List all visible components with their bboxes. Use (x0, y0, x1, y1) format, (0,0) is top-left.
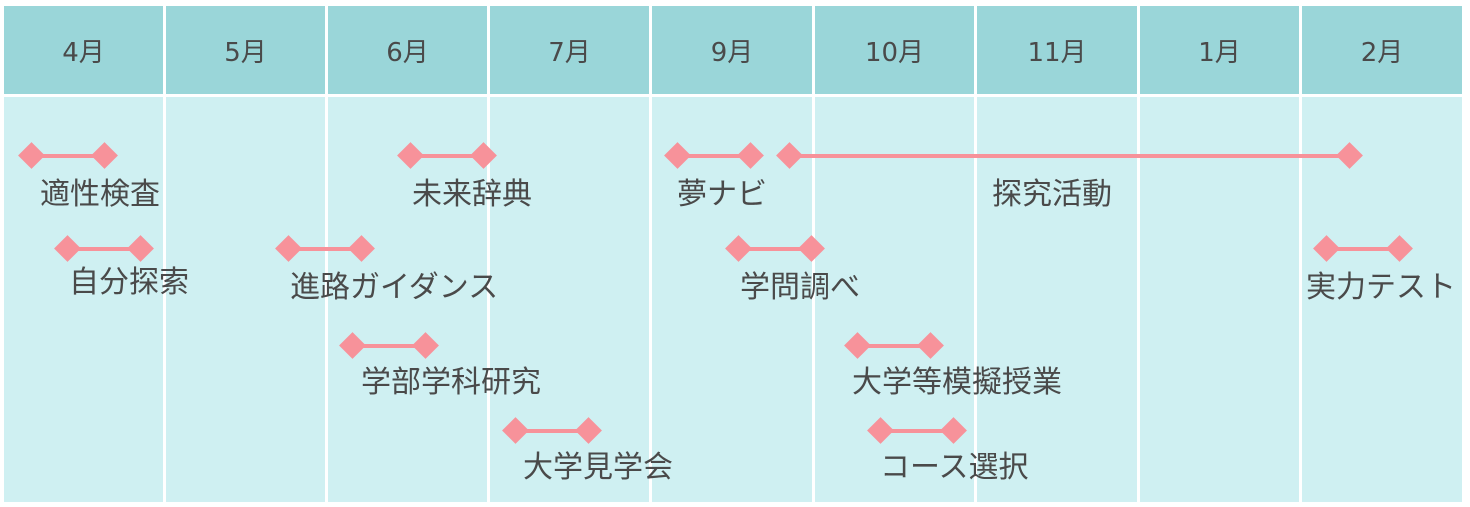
event-label: 夢ナビ (677, 177, 767, 212)
event-label: 大学等模擬授業 (852, 365, 1062, 400)
event-bar (32, 154, 104, 158)
month-column: 1月 (1140, 6, 1299, 502)
event-bar (516, 429, 588, 433)
event-label: 実力テスト (1306, 270, 1456, 305)
event-label: 大学見学会 (523, 450, 673, 485)
event-bar (678, 154, 750, 158)
event-bar (353, 344, 425, 348)
event-bar (790, 154, 1349, 158)
month-column: 2月 (1302, 6, 1462, 502)
month-column: 11月 (977, 6, 1137, 502)
month-header: 4月 (4, 6, 163, 94)
event-bar (858, 344, 930, 348)
month-header: 10月 (815, 6, 974, 94)
event-bar (411, 154, 483, 158)
event-bar (881, 429, 953, 433)
month-header: 1月 (1140, 6, 1299, 94)
month-header: 6月 (328, 6, 487, 94)
event-label: 学問調べ (740, 270, 860, 305)
event-bar (1327, 247, 1399, 251)
event-bar (68, 247, 140, 251)
month-header: 11月 (977, 6, 1137, 94)
month-body (1302, 97, 1462, 502)
month-column: 5月 (166, 6, 325, 502)
month-header: 9月 (652, 6, 812, 94)
event-label: 進路ガイダンス (290, 270, 499, 305)
event-label: 適性検査 (40, 177, 160, 212)
month-body (166, 97, 325, 502)
month-header: 7月 (490, 6, 649, 94)
month-header: 5月 (166, 6, 325, 94)
event-bar (289, 247, 361, 251)
event-label: コース選択 (880, 450, 1029, 485)
event-label: 探究活動 (992, 177, 1112, 212)
month-body (977, 97, 1137, 502)
event-label: 学部学科研究 (361, 365, 541, 400)
month-header: 2月 (1302, 6, 1462, 94)
month-body (1140, 97, 1299, 502)
event-label: 自分探索 (69, 265, 189, 300)
event-bar (739, 247, 811, 251)
event-label: 未来辞典 (412, 177, 532, 212)
month-column: 6月 (328, 6, 487, 502)
